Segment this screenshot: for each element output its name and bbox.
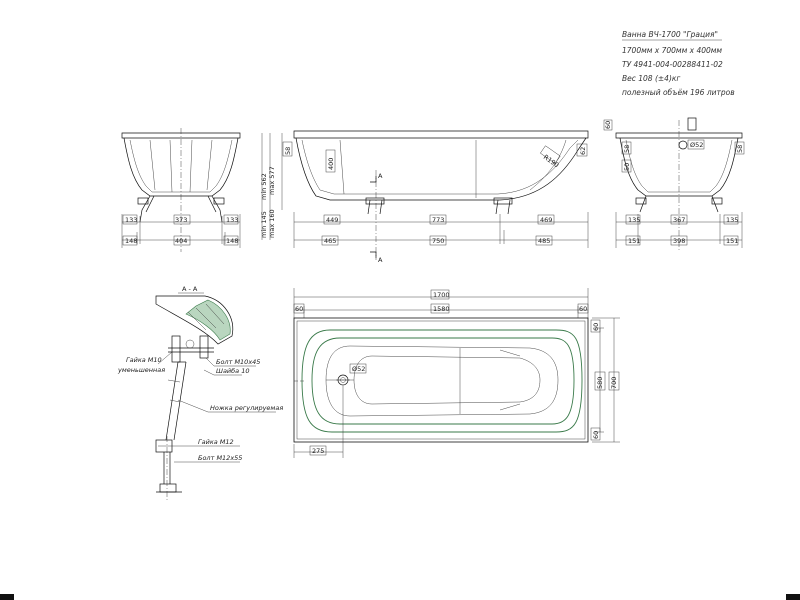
dim-400: 400 — [327, 158, 335, 170]
dim-top-60-left: 60 — [295, 305, 303, 313]
dim-left-1: 133 — [125, 216, 137, 224]
dim-right-135b: 135 — [726, 216, 738, 224]
label-bolt-m12: Болт М12х55 — [198, 454, 242, 462]
section-a-top: A — [378, 172, 383, 180]
dim-58-side: 58 — [284, 147, 292, 155]
dim-top-60-tr: 60 — [592, 323, 600, 331]
dim-750: 750 — [432, 237, 444, 245]
spec-volume: полезный объём 196 литров — [622, 88, 735, 97]
drain-top: Ø52 — [352, 365, 365, 373]
dim-485: 485 — [538, 237, 550, 245]
dim-right-135a: 135 — [628, 216, 640, 224]
end-view-right: 60 Ø52 58 50 58 135 367 135 — [603, 117, 745, 252]
dim-right-151b: 151 — [726, 237, 738, 245]
spec-weight: Вес 108 (±4)кг — [622, 74, 680, 83]
dim-right-58b: 58 — [736, 145, 744, 153]
dim-max577: max 577 — [268, 166, 276, 195]
section-a-bottom: A — [378, 256, 383, 264]
section-title: А - А — [182, 285, 198, 293]
end-view-left: 133 373 133 148 404 148 — [121, 128, 241, 252]
dim-top-60-br: 60 — [592, 431, 600, 439]
dim-right-60: 60 — [604, 121, 612, 129]
top-view: 1700 1580 60 60 Ø52 580 70 — [293, 288, 620, 458]
dim-left-3: 133 — [226, 216, 238, 224]
spec-block: Ванна ВЧ-1700 "Грация" 1700мм х 700мм х … — [622, 30, 735, 97]
dim-top-1580: 1580 — [433, 305, 450, 313]
dim-top-60-right: 60 — [579, 305, 587, 313]
dim-465: 465 — [324, 237, 336, 245]
dim-right-50: 50 — [623, 163, 631, 171]
drain-right: Ø52 — [690, 141, 703, 149]
label-washer: Шайба 10 — [216, 367, 250, 375]
dim-469: 469 — [540, 216, 552, 224]
label-bolt-m10: Болт М10х45 — [216, 358, 260, 366]
dim-min562: min 562 — [260, 173, 268, 200]
dim-left-5: 404 — [175, 237, 187, 245]
dim-left-2: 373 — [175, 216, 187, 224]
dim-773: 773 — [432, 216, 444, 224]
dim-max160: max 160 — [268, 209, 276, 238]
dim-right-398: 398 — [673, 237, 685, 245]
dim-449: 449 — [326, 216, 338, 224]
dim-top-1700: 1700 — [433, 291, 450, 299]
dim-r190: R190 — [542, 153, 560, 169]
dim-left-6: 148 — [226, 237, 238, 245]
spec-size: 1700мм х 700мм х 400мм — [622, 46, 722, 55]
dim-right-151a: 151 — [628, 237, 640, 245]
section-a-a: А - А — [117, 285, 283, 500]
dim-top-275: 275 — [312, 447, 324, 455]
side-view: min 562 max 577 min 145 max 160 58 400 R… — [260, 130, 589, 264]
spec-title: Ванна ВЧ-1700 "Грация" — [622, 30, 718, 39]
label-leg: Ножка регулируемая — [210, 404, 283, 412]
label-nut-m12: Гайка М12 — [198, 438, 234, 446]
dim-62: 62 — [579, 147, 587, 155]
label-reduced: уменьшенная — [117, 366, 165, 374]
dim-left-4: 148 — [125, 237, 137, 245]
label-nut-m10: Гайка М10 — [126, 356, 162, 364]
spec-tu: ТУ 4941-004-00288411-02 — [622, 60, 723, 69]
dim-min145: min 145 — [260, 211, 268, 238]
dim-top-700: 700 — [610, 377, 618, 389]
dim-right-367: 367 — [673, 216, 685, 224]
dim-top-580: 580 — [596, 377, 604, 389]
dim-right-58a: 58 — [623, 145, 631, 153]
